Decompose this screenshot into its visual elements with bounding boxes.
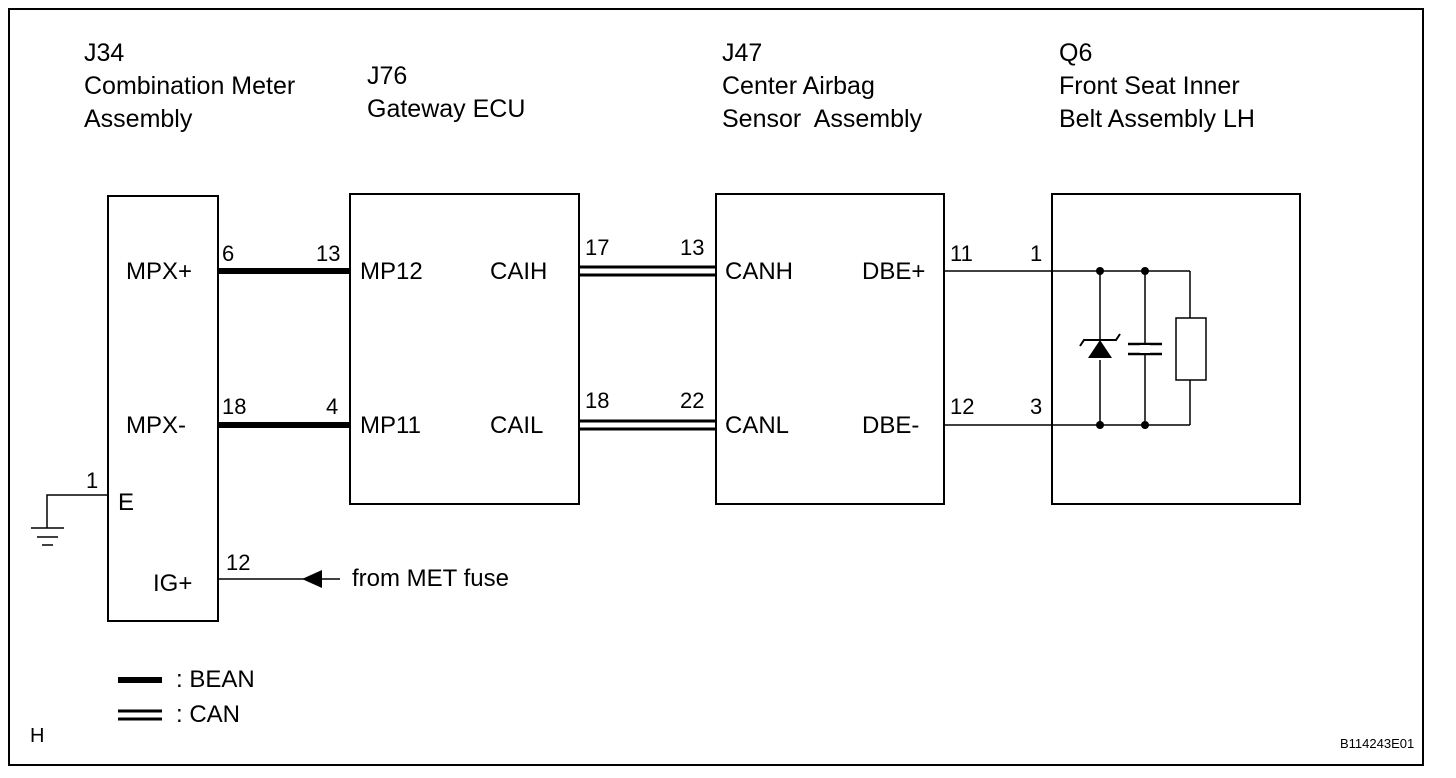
ground-icon — [31, 527, 64, 546]
j76-box — [349, 193, 580, 505]
pin-number: 1 — [1030, 241, 1043, 266]
pin-label-dbe-minus: DBE- — [862, 412, 920, 439]
pin-number: 13 — [680, 235, 705, 260]
figure-id: B114243E01 — [1340, 736, 1415, 751]
j76-line1: Gateway ECU — [367, 95, 526, 123]
j47-box — [715, 193, 945, 505]
j47-code: J47 — [722, 39, 763, 67]
pin-label-mp12: MP12 — [360, 258, 423, 285]
pin-number: 6 — [222, 241, 235, 266]
pin-label-caih: CAIH — [490, 258, 548, 285]
pin-number: 12 — [226, 550, 251, 575]
capacitor-symbol — [1128, 342, 1162, 356]
pin-label-mpx-minus: MPX- — [126, 412, 186, 439]
j47-line1: Center Airbag — [722, 72, 875, 100]
pin-label-dbe-plus: DBE+ — [862, 258, 926, 285]
pin-label-canh: CANH — [725, 258, 794, 285]
pin-number: 18 — [585, 388, 610, 413]
legend-can-label: : CAN — [176, 701, 241, 728]
q6-code: Q6 — [1059, 39, 1093, 67]
resistor-symbol — [1175, 317, 1207, 381]
pin-number: 1 — [86, 468, 99, 493]
pin-label-canl: CANL — [725, 412, 790, 439]
can-wire-high — [579, 265, 716, 277]
pin-number: 3 — [1030, 394, 1043, 419]
can-wire-low — [579, 419, 716, 431]
pin-number: 17 — [585, 235, 610, 260]
legend-can-swatch — [118, 709, 162, 721]
q6-box — [1051, 193, 1301, 505]
legend-bean-label: : BEAN — [176, 666, 255, 693]
arrow-left-icon — [302, 570, 322, 588]
q6-line1: Front Seat Inner — [1059, 72, 1240, 100]
j34-line1: Combination Meter — [84, 72, 296, 100]
pin-label-mpx-plus: MPX+ — [126, 258, 193, 285]
pin-label-ig-plus: IG+ — [153, 570, 193, 597]
pin-number: 13 — [316, 241, 341, 266]
pin-label-mp11: MP11 — [360, 412, 421, 439]
j47-line2: Sensor Assembly — [722, 105, 923, 133]
q6-line2: Belt Assembly LH — [1059, 105, 1255, 133]
pin-label-e: E — [118, 489, 135, 516]
j34-code: J34 — [84, 39, 125, 67]
j76-code: J76 — [367, 62, 408, 90]
ground-wire — [46, 494, 108, 528]
pin-number: 4 — [326, 394, 339, 419]
pin-number: 11 — [950, 241, 973, 266]
pin-number: 22 — [680, 388, 705, 413]
zener-diode-symbol — [1079, 333, 1121, 360]
corner-mark: H — [30, 725, 45, 747]
j34-line2: Assembly — [84, 105, 193, 133]
source-label: from MET fuse — [352, 565, 509, 592]
pin-label-cail: CAIL — [490, 412, 544, 439]
pin-number: 12 — [950, 394, 975, 419]
j34-box — [107, 195, 219, 622]
pin-number: 18 — [222, 394, 247, 419]
junction-dots — [1096, 267, 1149, 429]
